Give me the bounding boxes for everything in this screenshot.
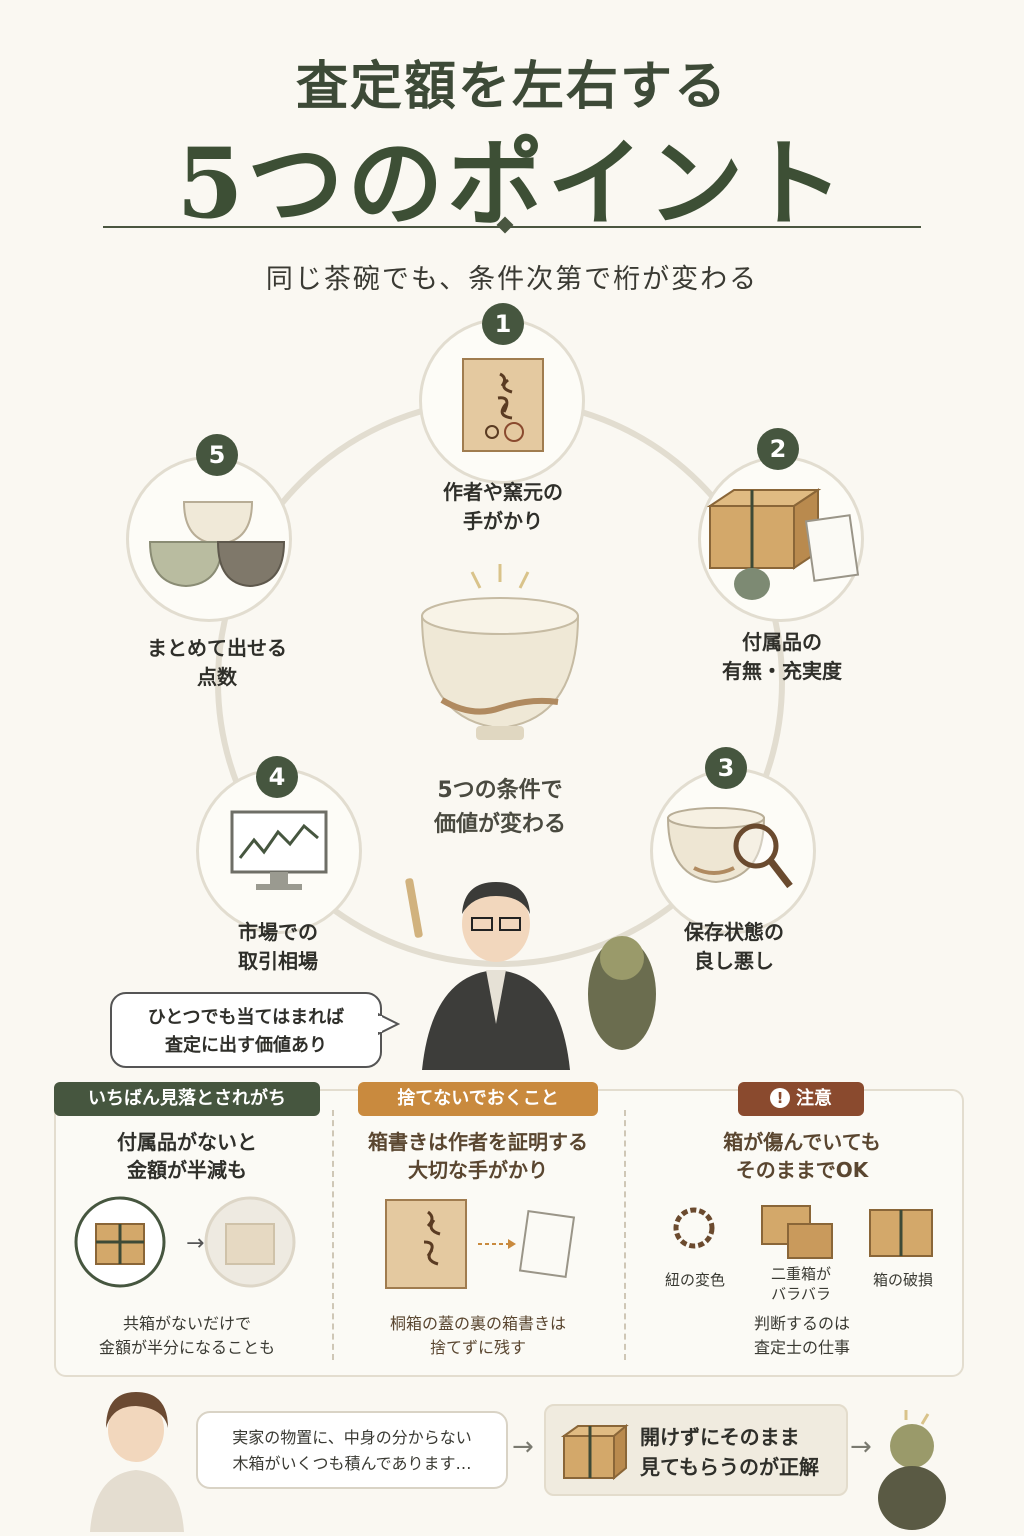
- panel-3-item-2-label2: バラバラ: [771, 1285, 831, 1303]
- point-number-5: 5: [196, 434, 238, 476]
- answer-text: 開けずにそのまま 見てもらうのが正解: [640, 1422, 840, 1482]
- speech-bubble-text: ひとつでも当てはまれば 査定に出す価値あり: [110, 1004, 382, 1060]
- arrow-right-icon-2: →: [850, 1432, 872, 1462]
- point-number-2: 2: [757, 428, 799, 470]
- center-label-line2: 価値が変わる: [433, 812, 566, 837]
- panel-1-footnote: 共箱がないだけで 金額が半分になることも: [54, 1312, 320, 1360]
- panel-divider-2: [624, 1110, 626, 1360]
- panel-3-heading-line2: そのままでOK: [735, 1158, 869, 1182]
- panel-2-foot-line1: 桐箱の蓋の裏の箱書きは: [389, 1314, 566, 1333]
- turtle-mascot-illustration: [878, 1410, 946, 1530]
- title-line-1: 査定額を左右する: [295, 56, 728, 117]
- center-label-line1: 5つの条件で: [437, 778, 563, 803]
- panel-1-heading-line2: 金額が半減も: [127, 1158, 247, 1182]
- panel-3-item-1-label: 紐の変色: [664, 1271, 725, 1289]
- panel-3-item-3-label: 箱の破損: [872, 1271, 933, 1289]
- panel-1-foot-line2: 金額が半分になることも: [98, 1338, 275, 1357]
- point-label-1-line2: 手がかり: [463, 509, 543, 533]
- answer-line2: 見てもらうのが正解: [640, 1455, 819, 1479]
- panel-3-foot-line1: 判断するのは: [753, 1314, 850, 1333]
- panel-1-tag: いちばん見落とされがち: [54, 1082, 320, 1116]
- point-number-1: 1: [482, 303, 524, 345]
- box-and-accessories-icon: [706, 488, 860, 600]
- owner-quote-line1: 実家の物置に、中身の分からない: [232, 1428, 472, 1447]
- title-divider: [103, 226, 921, 228]
- box-lid-inscription-icon: [385, 1199, 576, 1289]
- point-label-4-line1: 市場での: [238, 920, 318, 944]
- woman-illustration: [90, 1392, 184, 1532]
- point-number-3: 3: [705, 747, 747, 789]
- panel-2-tag: 捨てないでおくこと: [358, 1082, 598, 1116]
- center-label: 5つの条件で 価値が変わる: [392, 774, 608, 842]
- panel-2-footnote: 桐箱の蓋の裏の箱書きは 捨てずに残す: [344, 1312, 612, 1360]
- point-label-3: 保存状態の 良し悪し: [636, 918, 832, 976]
- point-label-2-line1: 付属品の: [742, 630, 822, 654]
- point-label-1-line1: 作者や窯元の: [443, 480, 563, 504]
- panel-3-item-2-label1: 二重箱が: [770, 1265, 831, 1283]
- tea-bowl-illustration: [420, 564, 580, 740]
- warning-icon: !: [770, 1088, 790, 1108]
- speech-line2: 査定に出す価値あり: [165, 1035, 327, 1056]
- point-label-1: 作者や窯元の 手がかり: [405, 478, 601, 536]
- owner-quote-line2: 木箱がいくつも積んであります…: [232, 1454, 472, 1473]
- panel-3-heading: 箱が傷んでいても そのままでOK: [640, 1128, 964, 1184]
- panel-3-footnote: 判断するのは 査定士の仕事: [640, 1312, 964, 1360]
- panel-divider-1: [332, 1110, 334, 1360]
- point-label-3-line1: 保存状態の: [684, 920, 784, 944]
- point-label-3-line2: 良し悪し: [694, 949, 774, 973]
- point-label-5: まとめて出せる 点数: [119, 634, 315, 692]
- point-number-4: 4: [256, 756, 298, 798]
- signed-box-lid-icon: [462, 358, 544, 452]
- panel-1-heading-line1: 付属品がないと: [117, 1130, 257, 1154]
- owner-quote-bubble: [196, 1411, 508, 1489]
- panel-2-heading-line2: 大切な手がかり: [408, 1158, 548, 1182]
- panel-3-foot-line2: 査定士の仕事: [753, 1338, 850, 1357]
- point-label-4: 市場での 取引相場: [180, 918, 376, 976]
- owner-quote-text: 実家の物置に、中身の分からない 木箱がいくつも積んであります…: [196, 1425, 508, 1477]
- panel-3-tag: ! 注意: [738, 1082, 864, 1116]
- speech-bubble-tail: [378, 1012, 400, 1036]
- point-label-4-line2: 取引相場: [238, 949, 318, 973]
- point-label-5-line2: 点数: [197, 665, 237, 689]
- panel-2-heading: 箱書きは作者を証明する 大切な手がかり: [344, 1128, 612, 1184]
- appraiser-illustration: [405, 878, 656, 1070]
- market-chart-monitor-icon: [230, 810, 328, 890]
- box-to-faded-box-icon: →: [74, 1196, 296, 1288]
- panel-1-heading: 付属品がないと 金額が半減も: [54, 1128, 320, 1184]
- point-label-5-line1: まとめて出せる: [147, 636, 287, 660]
- wooden-box-icon: [560, 1423, 629, 1481]
- svg-text:→: →: [186, 1231, 204, 1256]
- point-label-2: 付属品の 有無・充実度: [684, 628, 880, 686]
- panel-2-foot-line2: 捨てずに残す: [429, 1338, 526, 1357]
- arrow-right-icon: →: [512, 1432, 534, 1462]
- bowl-magnifier-icon: [666, 807, 793, 889]
- panel-1-foot-line1: 共箱がないだけで: [122, 1314, 251, 1333]
- answer-line1: 開けずにそのまま: [640, 1425, 800, 1449]
- panel-3-item-1: 紐の変色: [650, 1270, 740, 1290]
- panel-3-item-2: 二重箱が バラバラ: [756, 1264, 846, 1304]
- panel-3-heading-line1: 箱が傷んでいても: [723, 1130, 881, 1154]
- panel-3-item-3: 箱の破損: [858, 1270, 948, 1290]
- panel-2-heading-line1: 箱書きは作者を証明する: [368, 1130, 588, 1154]
- speech-line1: ひとつでも当てはまれば: [147, 1007, 345, 1028]
- subtitle: 同じ茶碗でも、条件次第で桁が変わる: [265, 264, 759, 295]
- damaged-box-icons: [673, 1205, 933, 1259]
- three-bowls-icon: [148, 501, 286, 588]
- point-label-2-line2: 有無・充実度: [722, 659, 842, 683]
- panel-3-tag-label: 注意: [796, 1088, 832, 1109]
